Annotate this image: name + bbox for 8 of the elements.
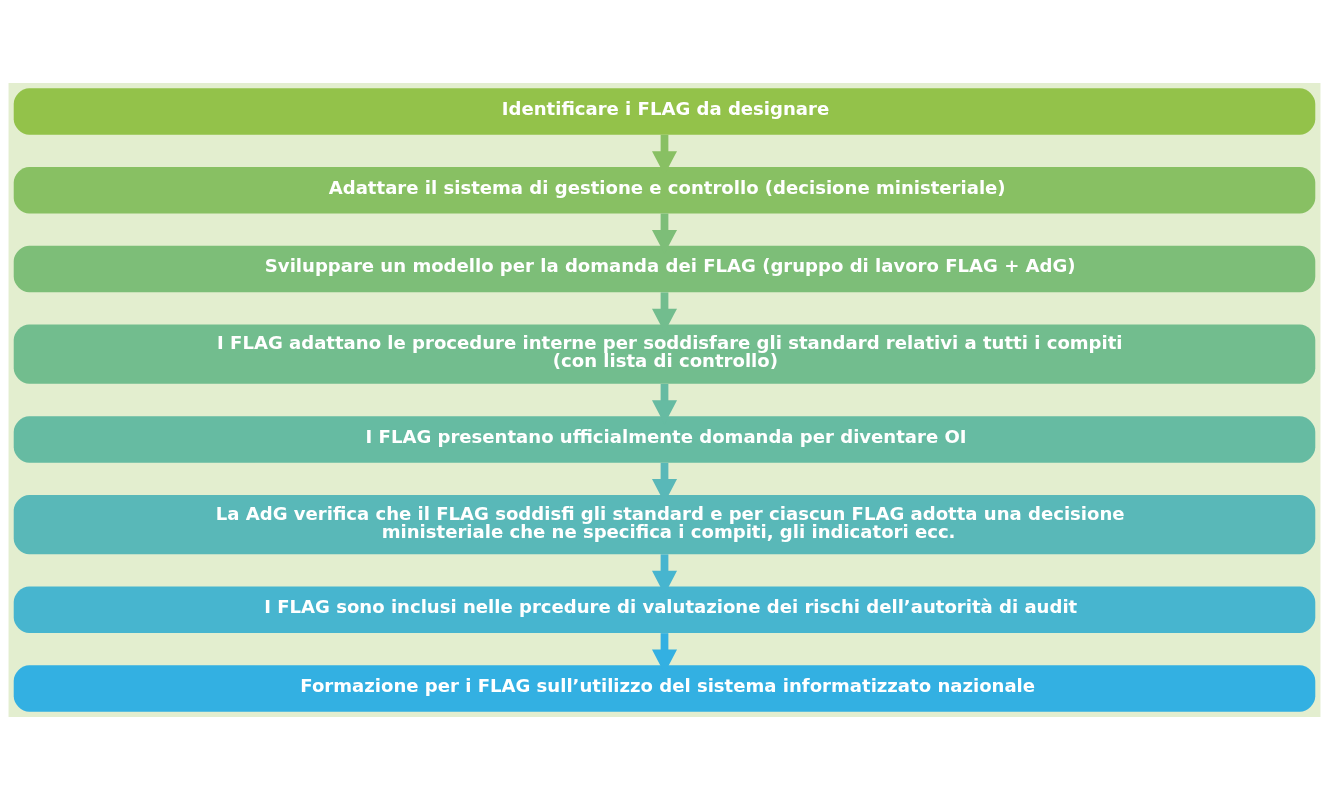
node-box: I FLAG presentano ufficialmente domanda per diventare OI [13, 416, 1316, 463]
node-box: I FLAG adattano le procedure interne per soddisfare gli standard relativi a tutti i compiti (con lista di controllo) [13, 324, 1316, 384]
node-box: Identificare i FLAG da designare [13, 88, 1316, 135]
node-box: Sviluppare un modello per la domanda dei FLAG (gruppo di lavoro FLAG + AdG) [13, 245, 1316, 293]
node-box: La AdG verifica che il FLAG soddisfi gli standard e per ciascun FLAG adotta una decisione ministeriale che ne specifica i compiti, gli indicatori ecc. [13, 494, 1316, 555]
node-box: Formazione per i FLAG sull’utilizzo del sistema informatizzato nazionale [13, 665, 1316, 712]
node-box: Adattare il sistema di gestione e controllo (decisione ministeriale) [13, 166, 1316, 214]
node-box: I FLAG sono inclusi nelle prcedure di valutazione dei rischi dell’autorità di audit [13, 586, 1316, 634]
